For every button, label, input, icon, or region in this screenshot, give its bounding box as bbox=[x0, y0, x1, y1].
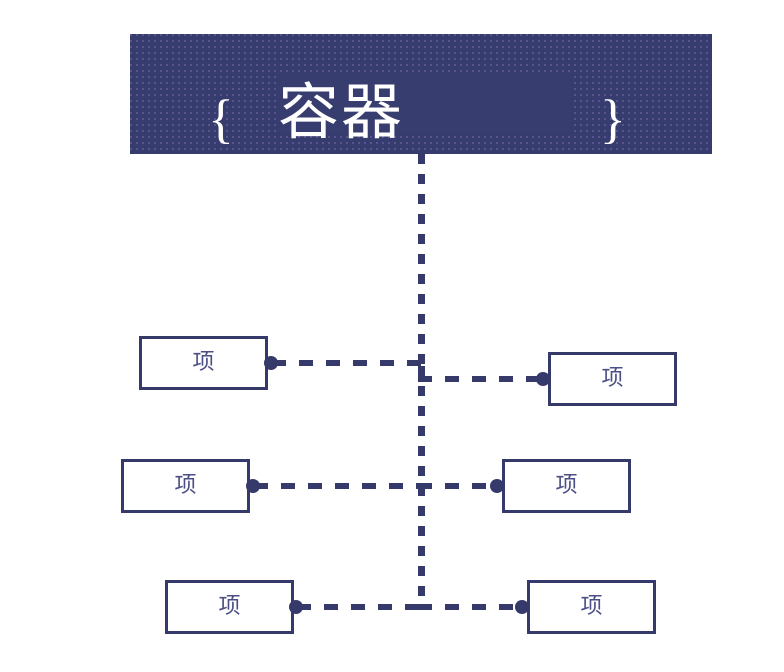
item-box-middle-left[interactable]: 项 bbox=[121, 459, 250, 513]
item-label: 项 bbox=[601, 366, 624, 391]
item-label: 项 bbox=[174, 473, 197, 498]
connector-line-top-left bbox=[272, 360, 422, 366]
item-box-bottom-right[interactable]: 项 bbox=[527, 580, 656, 634]
connector-dot-top-right bbox=[536, 372, 550, 386]
banner-title-placeholder-box bbox=[276, 72, 571, 133]
connector-line-top-right bbox=[418, 376, 543, 382]
connector-line-bottom-right bbox=[418, 604, 522, 610]
item-label: 项 bbox=[555, 473, 578, 498]
connector-line-bottom-left bbox=[297, 604, 422, 610]
connector-dot-top-left bbox=[264, 356, 278, 370]
item-label: 项 bbox=[192, 350, 215, 375]
connector-trunk-upper bbox=[418, 154, 425, 366]
connector-dot-bottom-right bbox=[515, 600, 529, 614]
open-brace-icon: { bbox=[208, 89, 234, 149]
connector-line-middle-right bbox=[418, 483, 497, 489]
connector-dot-middle-left bbox=[246, 479, 260, 493]
item-box-top-left[interactable]: 项 bbox=[139, 336, 268, 390]
item-box-bottom-left[interactable]: 项 bbox=[165, 580, 294, 634]
item-box-top-right[interactable]: 项 bbox=[548, 352, 677, 406]
connector-line-middle-left bbox=[254, 483, 422, 489]
item-label: 项 bbox=[580, 594, 603, 619]
container-title: 容器 bbox=[278, 77, 405, 148]
item-label: 项 bbox=[218, 594, 241, 619]
connector-dot-bottom-left bbox=[289, 600, 303, 614]
connector-dot-middle-right bbox=[490, 479, 504, 493]
container-banner[interactable]: { 容器 } bbox=[130, 34, 712, 154]
close-brace-icon: } bbox=[600, 89, 626, 149]
item-box-middle-right[interactable]: 项 bbox=[502, 459, 631, 513]
